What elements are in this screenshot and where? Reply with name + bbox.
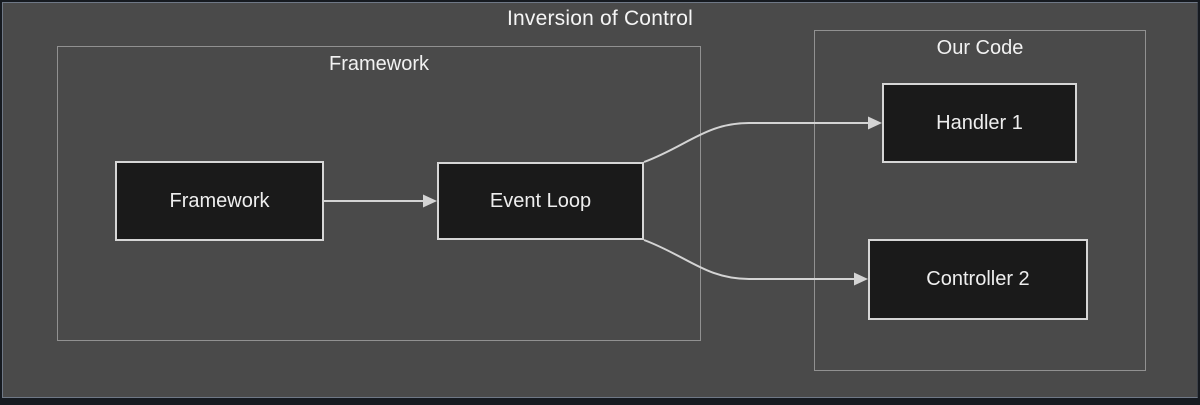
group-our-code: Our Code — [814, 30, 1146, 371]
node-controller-2: Controller 2 — [868, 239, 1088, 320]
node-event-loop: Event Loop — [437, 162, 644, 240]
group-framework-label: Framework — [328, 53, 429, 75]
diagram-title: Inversion of Control — [506, 7, 694, 30]
group-our-code-label: Our Code — [936, 37, 1024, 59]
node-event-loop-label: Event Loop — [489, 189, 592, 212]
node-controller-2-label: Controller 2 — [926, 268, 1030, 290]
group-framework: Framework — [57, 46, 701, 341]
node-framework-label: Framework — [169, 189, 270, 212]
diagram-canvas: Inversion of Control Framework Our Code … — [2, 2, 1198, 398]
node-handler-1-label: Handler 1 — [936, 111, 1023, 134]
node-framework: Framework — [115, 161, 324, 241]
node-handler-1: Handler 1 — [882, 83, 1077, 163]
